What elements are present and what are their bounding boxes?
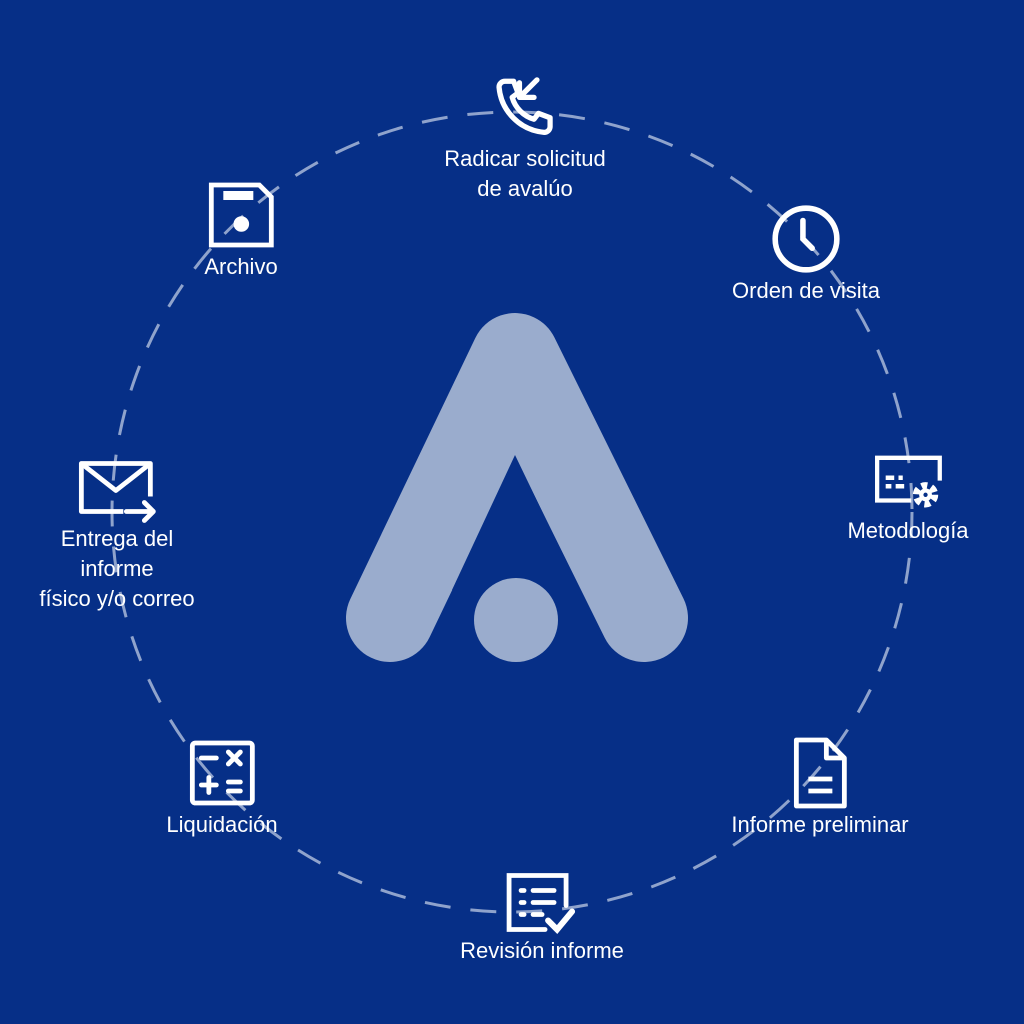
calculator-icon: [189, 740, 255, 806]
step-label: Metodología: [847, 518, 969, 543]
step-radicar-solicitud: Radicar solicitud de avalúo: [444, 74, 606, 204]
step-label: Archivo: [204, 254, 278, 279]
step-informe-preliminar: Informe preliminar: [731, 736, 909, 840]
checklist-icon: [506, 873, 575, 934]
step-label: Entrega del informe físico y/o correo: [39, 526, 195, 611]
floppy-disk-icon: [208, 182, 274, 248]
step-label: Radicar solicitud de avalúo: [444, 146, 606, 201]
step-label: Orden de visita: [732, 278, 880, 303]
step-entrega-informe: Entrega del informe físico y/o correo: [39, 460, 195, 614]
step-label: Revisión informe: [460, 938, 624, 963]
settings-screen-icon: [874, 455, 942, 508]
center-logo: [346, 313, 688, 662]
step-metodologia: Metodología: [847, 452, 969, 546]
step-archivo: Archivo: [204, 182, 278, 282]
step-orden-visita: Orden de visita: [732, 202, 880, 306]
step-label: Liquidación: [166, 812, 278, 837]
mail-send-icon: [78, 461, 156, 523]
step-liquidacion: Liquidación: [166, 740, 278, 840]
step-label: Informe preliminar: [731, 812, 909, 837]
phone-incoming-icon: [496, 77, 553, 135]
step-revision-informe: Revisión informe: [460, 872, 624, 966]
document-icon: [793, 737, 847, 809]
clock-icon: [772, 205, 840, 273]
